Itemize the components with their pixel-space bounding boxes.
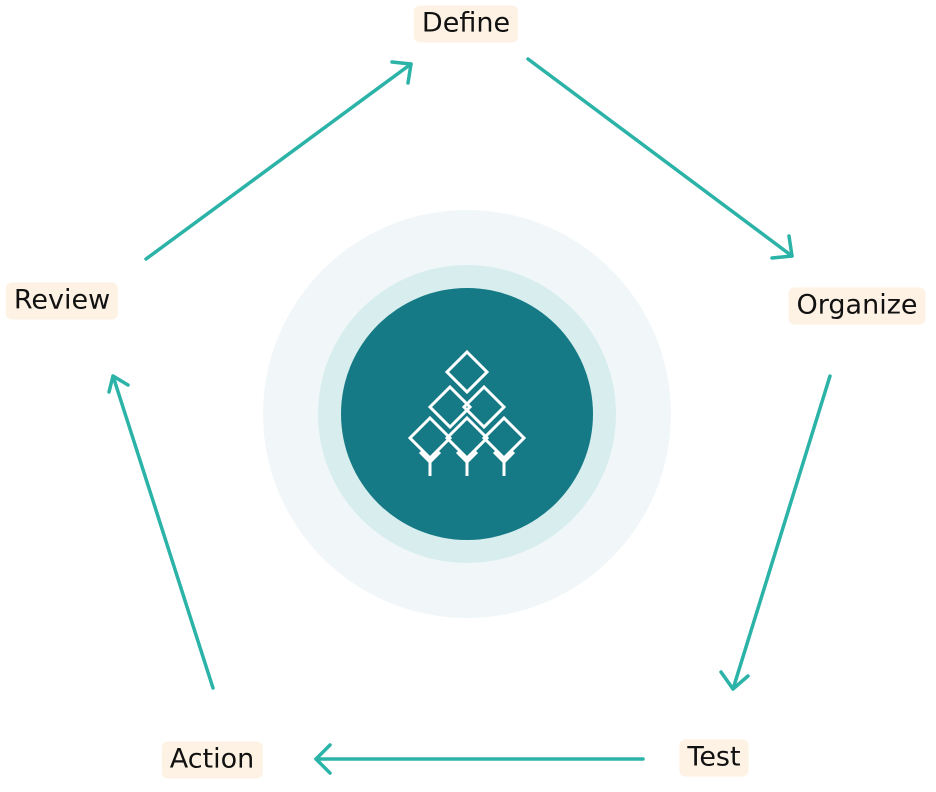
step-label-review: Review xyxy=(5,282,119,320)
network-tree-icon xyxy=(407,349,527,476)
arrow-test-to-action xyxy=(314,743,645,775)
arrow-define-to-organize xyxy=(526,57,794,260)
step-label-action: Action xyxy=(161,741,263,779)
step-label-test: Test xyxy=(679,739,749,777)
arrow-action-to-review xyxy=(107,374,215,690)
arrow-organize-to-test xyxy=(719,374,832,691)
core-circle xyxy=(341,288,593,540)
step-label-organize: Organize xyxy=(788,287,926,325)
arrow-review-to-define xyxy=(144,60,413,261)
step-label-define: Define xyxy=(413,5,519,43)
